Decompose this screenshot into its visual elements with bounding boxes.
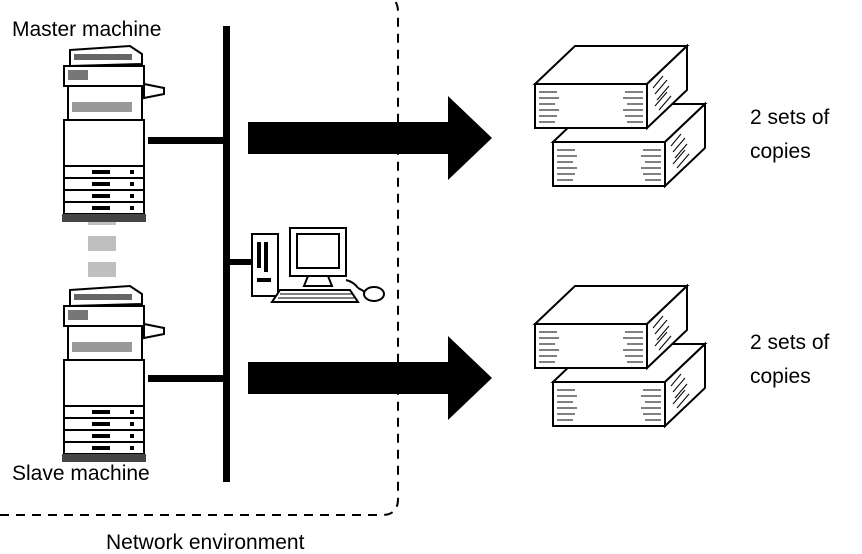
paper-stack-icon xyxy=(535,46,705,186)
copier-icon xyxy=(61,285,165,463)
computer-link xyxy=(228,259,252,265)
paper-stack-icon xyxy=(535,286,705,426)
output-top-line1: 2 sets of xyxy=(750,106,830,129)
copier-icon xyxy=(61,45,165,223)
network-environment-label: Network environment xyxy=(106,531,305,554)
slave-link xyxy=(148,375,228,382)
network-boundary xyxy=(0,0,399,516)
slave-machine-label: Slave machine xyxy=(12,462,150,485)
master-machine-label: Master machine xyxy=(12,18,161,41)
master-link xyxy=(148,137,228,144)
network-bus xyxy=(223,26,230,482)
arrow-right-icon xyxy=(248,336,492,420)
output-bottom-line2: copies xyxy=(750,365,811,388)
output-bottom-line1: 2 sets of xyxy=(750,331,830,354)
output-top-line2: copies xyxy=(750,140,811,163)
arrow-right-icon xyxy=(248,96,492,180)
computer-icon xyxy=(251,227,385,303)
